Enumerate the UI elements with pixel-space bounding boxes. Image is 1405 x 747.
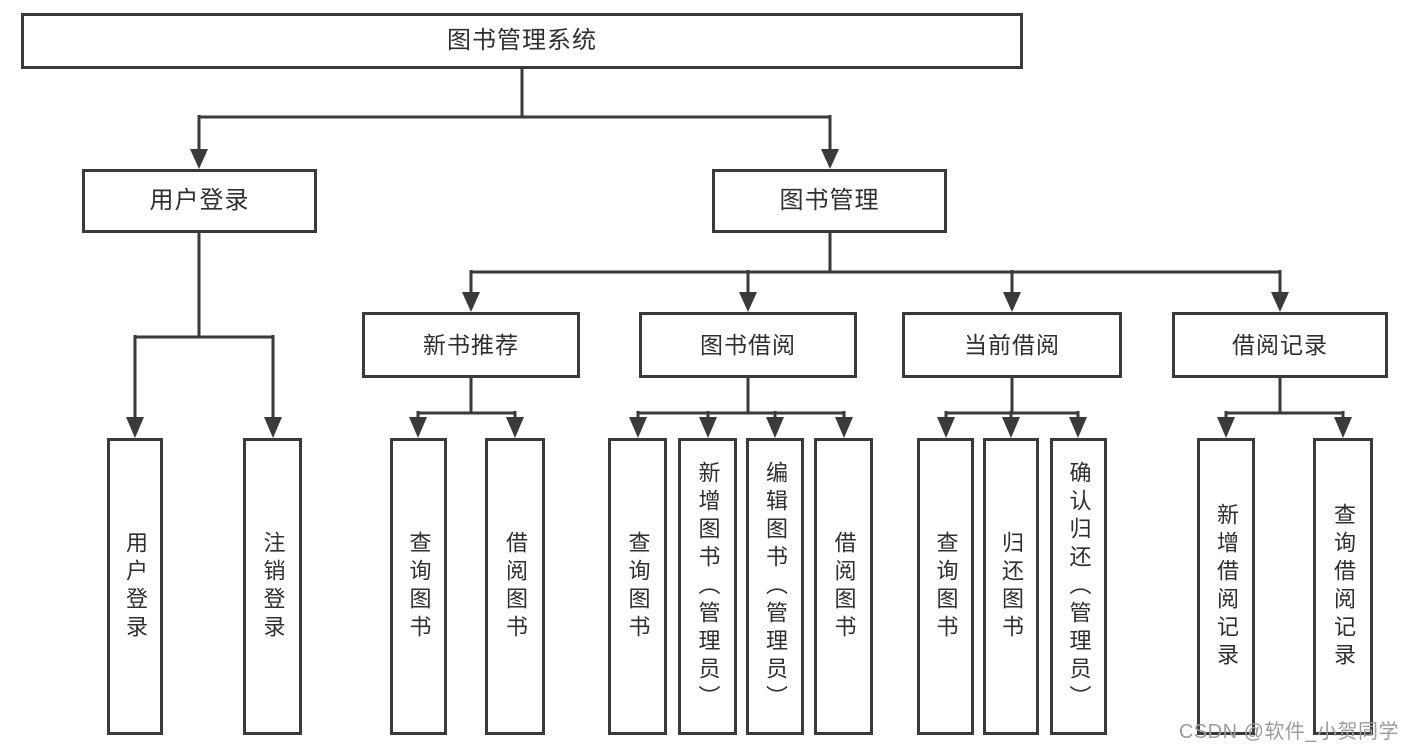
node-new-book-recommend-label: 新书推荐 — [423, 331, 519, 358]
leaf-query-borrow-record-label: 查询借阅记录 — [1331, 502, 1356, 671]
node-book-borrow-label: 图书借阅 — [700, 331, 796, 358]
arrow-down-icon — [1217, 417, 1235, 438]
arrow-down-icon — [1003, 292, 1021, 312]
connector-records-to-leaves — [1224, 376, 1345, 420]
arrow-down-icon — [1334, 417, 1352, 438]
leaf-borrow-books-label: 借阅图书 — [831, 530, 857, 643]
leaf-logout-label: 注销登录 — [260, 530, 286, 643]
node-root-label: 图书管理系统 — [447, 27, 597, 54]
leaf-query-books-current: 查询图书 — [917, 438, 974, 735]
connector-userlogin-to-leaves — [133, 231, 275, 419]
leaf-confirm-return-admin-label: 确认归还（管理员） — [1066, 460, 1092, 713]
connector-bookmgmt-to-level3 — [469, 231, 1282, 294]
node-borrow-records: 借阅记录 — [1172, 312, 1388, 378]
arrow-down-icon — [699, 417, 717, 438]
arrow-down-icon — [1271, 292, 1289, 312]
leaf-logout: 注销登录 — [243, 438, 302, 735]
leaf-add-borrow-record: 新增借阅记录 — [1197, 438, 1255, 735]
leaf-add-borrow-record-label: 新增借阅记录 — [1214, 502, 1239, 671]
arrow-down-icon — [821, 149, 839, 169]
leaf-query-books-recommend-label: 查询图书 — [406, 530, 432, 643]
leaf-return-books-label: 归还图书 — [999, 530, 1024, 643]
node-current-borrow: 当前借阅 — [902, 312, 1122, 378]
leaf-query-books-current-label: 查询图书 — [933, 530, 959, 643]
leaf-add-books-admin-label: 新增图书（管理员） — [695, 460, 721, 713]
node-book-borrow: 图书借阅 — [639, 312, 857, 378]
arrow-down-icon — [462, 292, 480, 312]
connector-newbook-to-leaves — [416, 376, 517, 420]
leaf-user-login: 用户登录 — [107, 438, 163, 735]
leaf-add-books-admin: 新增图书（管理员） — [678, 438, 737, 735]
node-book-management: 图书管理 — [712, 169, 947, 233]
connector-currentborrow-to-leaves — [944, 376, 1080, 420]
leaf-query-books-borrow: 查询图书 — [608, 438, 667, 735]
arrow-down-icon — [190, 149, 208, 169]
arrow-down-icon — [629, 417, 647, 438]
leaf-borrow-books-recommend-label: 借阅图书 — [503, 530, 528, 643]
arrowheads — [126, 149, 1352, 438]
node-borrow-records-label: 借阅记录 — [1232, 331, 1328, 358]
csdn-watermark: CSDN @软件_小贺同学 — [1178, 721, 1399, 743]
arrow-down-icon — [1069, 417, 1087, 438]
connector-bookborrow-to-leaves — [636, 376, 846, 420]
node-user-login: 用户登录 — [82, 169, 317, 233]
arrow-down-icon — [409, 417, 427, 438]
node-new-book-recommend: 新书推荐 — [362, 312, 580, 378]
node-root-system: 图书管理系统 — [21, 13, 1023, 69]
leaf-borrow-books: 借阅图书 — [814, 438, 873, 735]
arrow-down-icon — [937, 417, 955, 438]
arrow-down-icon — [766, 417, 784, 438]
arrow-down-icon — [264, 417, 282, 438]
arrow-down-icon — [126, 417, 144, 438]
node-user-login-label: 用户登录 — [149, 187, 250, 214]
arrow-down-icon — [835, 417, 853, 438]
connector-root-to-level2 — [197, 67, 832, 151]
arrow-down-icon — [506, 417, 524, 438]
arrow-down-icon — [739, 292, 757, 312]
leaf-return-books: 归还图书 — [983, 438, 1039, 735]
leaf-query-books-borrow-label: 查询图书 — [625, 530, 651, 643]
leaf-query-books-recommend: 查询图书 — [390, 438, 447, 735]
node-current-borrow-label: 当前借阅 — [964, 331, 1060, 358]
leaf-user-login-label: 用户登录 — [123, 530, 148, 643]
leaf-confirm-return-admin: 确认归还（管理员） — [1050, 438, 1107, 735]
leaf-borrow-books-recommend: 借阅图书 — [485, 438, 545, 735]
leaf-query-borrow-record: 查询借阅记录 — [1313, 438, 1373, 735]
leaf-edit-books-admin: 编辑图书（管理员） — [746, 438, 804, 735]
leaf-edit-books-admin-label: 编辑图书（管理员） — [763, 460, 788, 713]
arrow-down-icon — [1002, 417, 1020, 438]
node-book-management-label: 图书管理 — [779, 187, 880, 214]
